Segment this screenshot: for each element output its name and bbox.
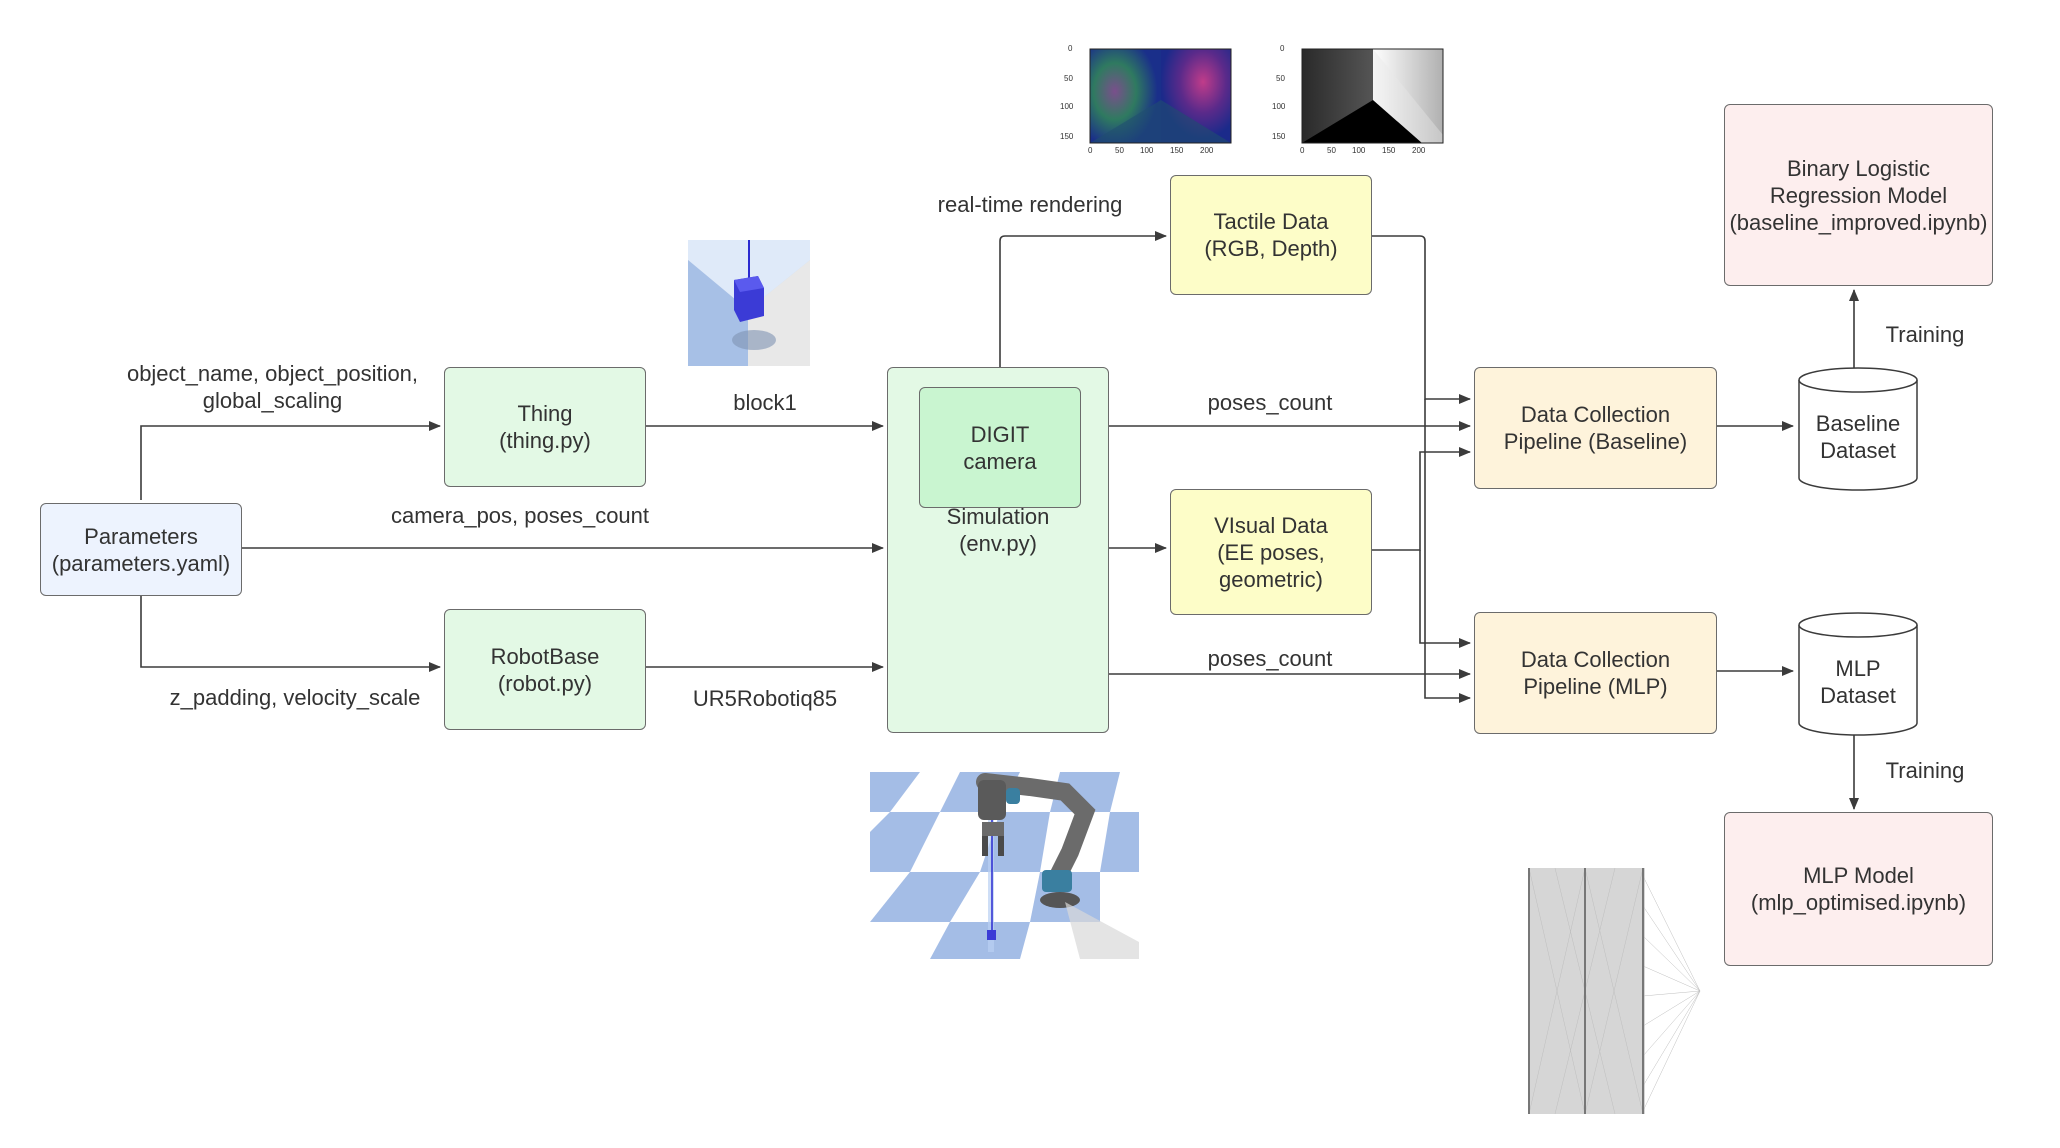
mlp-network-svg (1528, 867, 1701, 1115)
label-training-bottom: Training (1885, 758, 1965, 783)
edge-digit-tactile (999, 231, 1167, 386)
label-camera-params: camera_pos, poses_count (390, 503, 650, 528)
tactile-subtitle: (RGB, Depth) (1204, 236, 1338, 261)
parameters-box: Parameters (parameters.yaml) (40, 503, 242, 596)
baseline-dataset-label: Baseline Dataset (1797, 410, 1919, 464)
digit-camera-box: DIGIT camera (919, 387, 1081, 508)
thing-title: Thing (517, 401, 573, 426)
label-poses-count-top: poses_count (1207, 390, 1333, 415)
label-object-params-line1: object_name, object_position, (126, 361, 419, 386)
baseline-dataset-line2: Dataset (1820, 438, 1896, 463)
pipeline-baseline-box: Data Collection Pipeline (Baseline) (1474, 367, 1717, 489)
depth-x-tick: 50 (1327, 146, 1336, 155)
logreg-line3: (baseline_improved.ipynb) (1729, 209, 1988, 235)
robotbase-title: RobotBase (490, 643, 600, 669)
label-block1: block1 (733, 390, 797, 415)
edge-visual-baseline (1370, 447, 1471, 551)
depth-y-tick: 50 (1276, 74, 1285, 83)
depth-x-tick: 200 (1412, 146, 1426, 155)
simulation-subtitle: (env.py) (959, 531, 1037, 556)
depth-y-tick: 0 (1280, 44, 1285, 53)
rgb-y-tick: 100 (1060, 102, 1074, 111)
thing-subtitle: (thing.py) (499, 428, 591, 453)
visual-data-box: VIsual Data (EE poses, geometric) (1170, 489, 1372, 615)
rgb-x-tick: 200 (1200, 146, 1214, 155)
rgb-x-tick: 100 (1140, 146, 1154, 155)
mlp-dataset-line2: Dataset (1820, 683, 1896, 708)
rgb-y-tick: 50 (1064, 74, 1073, 83)
tactile-depth-image (1301, 48, 1444, 144)
label-object-params-line2: global_scaling (202, 388, 343, 413)
tactile-rgb-plot: 0 50 100 150 0 50 100 150 200 (1060, 40, 1240, 162)
mlp-network-image (1525, 866, 1705, 1116)
mlp-dataset-cylinder: MLP Dataset (1797, 611, 1919, 737)
logreg-model-box: Binary Logistic Regression Model (baseli… (1724, 104, 1993, 286)
depth-x-tick: 0 (1300, 146, 1305, 155)
visual-line2: (EE poses, (1217, 539, 1325, 565)
rgb-x-tick: 150 (1170, 146, 1184, 155)
parameters-title: Parameters (84, 523, 198, 549)
cylinder-shape (1798, 367, 1918, 491)
pipeline-mlp-box: Data Collection Pipeline (MLP) (1474, 612, 1717, 734)
parameters-subtitle: (parameters.yaml) (51, 550, 231, 576)
tactile-rgb-image (1089, 48, 1232, 144)
label-training-top: Training (1885, 322, 1965, 347)
pipeline-mlp-subtitle: Pipeline (MLP) (1523, 674, 1668, 699)
robotbase-box: RobotBase (robot.py) (444, 609, 646, 730)
mlp-model-subtitle: (mlp_optimised.ipynb) (1750, 890, 1967, 915)
rgb-x-tick: 0 (1088, 146, 1093, 155)
visual-line3: geometric) (1219, 566, 1323, 592)
tactile-depth-plot: 0 50 100 150 0 50 100 150 200 (1272, 40, 1452, 162)
edge-params-robot (140, 596, 441, 672)
tactile-title: Tactile Data (1213, 209, 1329, 234)
simulation-title: Simulation (946, 504, 1050, 529)
mlp-dataset-label: MLP Dataset (1797, 655, 1919, 709)
label-ur5: UR5Robotiq85 (692, 686, 838, 711)
mlp-model-title: MLP Model (1803, 863, 1914, 888)
baseline-dataset-line1: Baseline (1815, 411, 1901, 436)
depth-y-tick: 150 (1272, 132, 1286, 141)
edge-params-thing (140, 421, 441, 500)
pipeline-baseline-title: Data Collection (1520, 402, 1671, 427)
logreg-title: Binary Logistic (1786, 155, 1931, 181)
rgb-y-tick: 0 (1068, 44, 1073, 53)
digit-title: DIGIT (970, 421, 1030, 447)
depth-x-tick: 150 (1382, 146, 1396, 155)
pipeline-mlp-title: Data Collection (1520, 647, 1671, 672)
digit-subtitle: camera (963, 448, 1037, 474)
visual-title: VIsual Data (1214, 512, 1328, 538)
edge-tactile-baseline (1370, 235, 1471, 404)
robotbase-subtitle: (robot.py) (497, 670, 593, 696)
robot-render-image (870, 772, 1139, 959)
block-render-svg (688, 240, 810, 366)
rgb-y-tick: 150 (1060, 132, 1074, 141)
edge-tactile-mlp (1424, 399, 1471, 703)
thing-box: Thing (thing.py) (444, 367, 646, 487)
label-poses-count-bottom: poses_count (1207, 646, 1333, 671)
cylinder-shape (1798, 612, 1918, 736)
mlp-dataset-line1: MLP (1835, 656, 1881, 681)
label-robot-params: z_padding, velocity_scale (169, 685, 421, 710)
rgb-x-tick: 50 (1115, 146, 1124, 155)
block-render-image (688, 240, 810, 366)
label-object-params: object_name, object_position, global_sca… (120, 360, 425, 414)
robot-render-svg (870, 772, 1139, 959)
baseline-dataset-cylinder: Baseline Dataset (1797, 366, 1919, 492)
edge-visual-mlp (1419, 550, 1471, 648)
logreg-line2: Regression Model (1769, 182, 1948, 208)
tactile-data-box: Tactile Data (RGB, Depth) (1170, 175, 1372, 295)
pipeline-baseline-subtitle: Pipeline (Baseline) (1503, 429, 1688, 454)
depth-x-tick: 100 (1352, 146, 1366, 155)
label-realtime-rendering: real-time rendering (937, 192, 1123, 217)
depth-y-tick: 100 (1272, 102, 1286, 111)
mlp-model-box: MLP Model (mlp_optimised.ipynb) (1724, 812, 1993, 966)
